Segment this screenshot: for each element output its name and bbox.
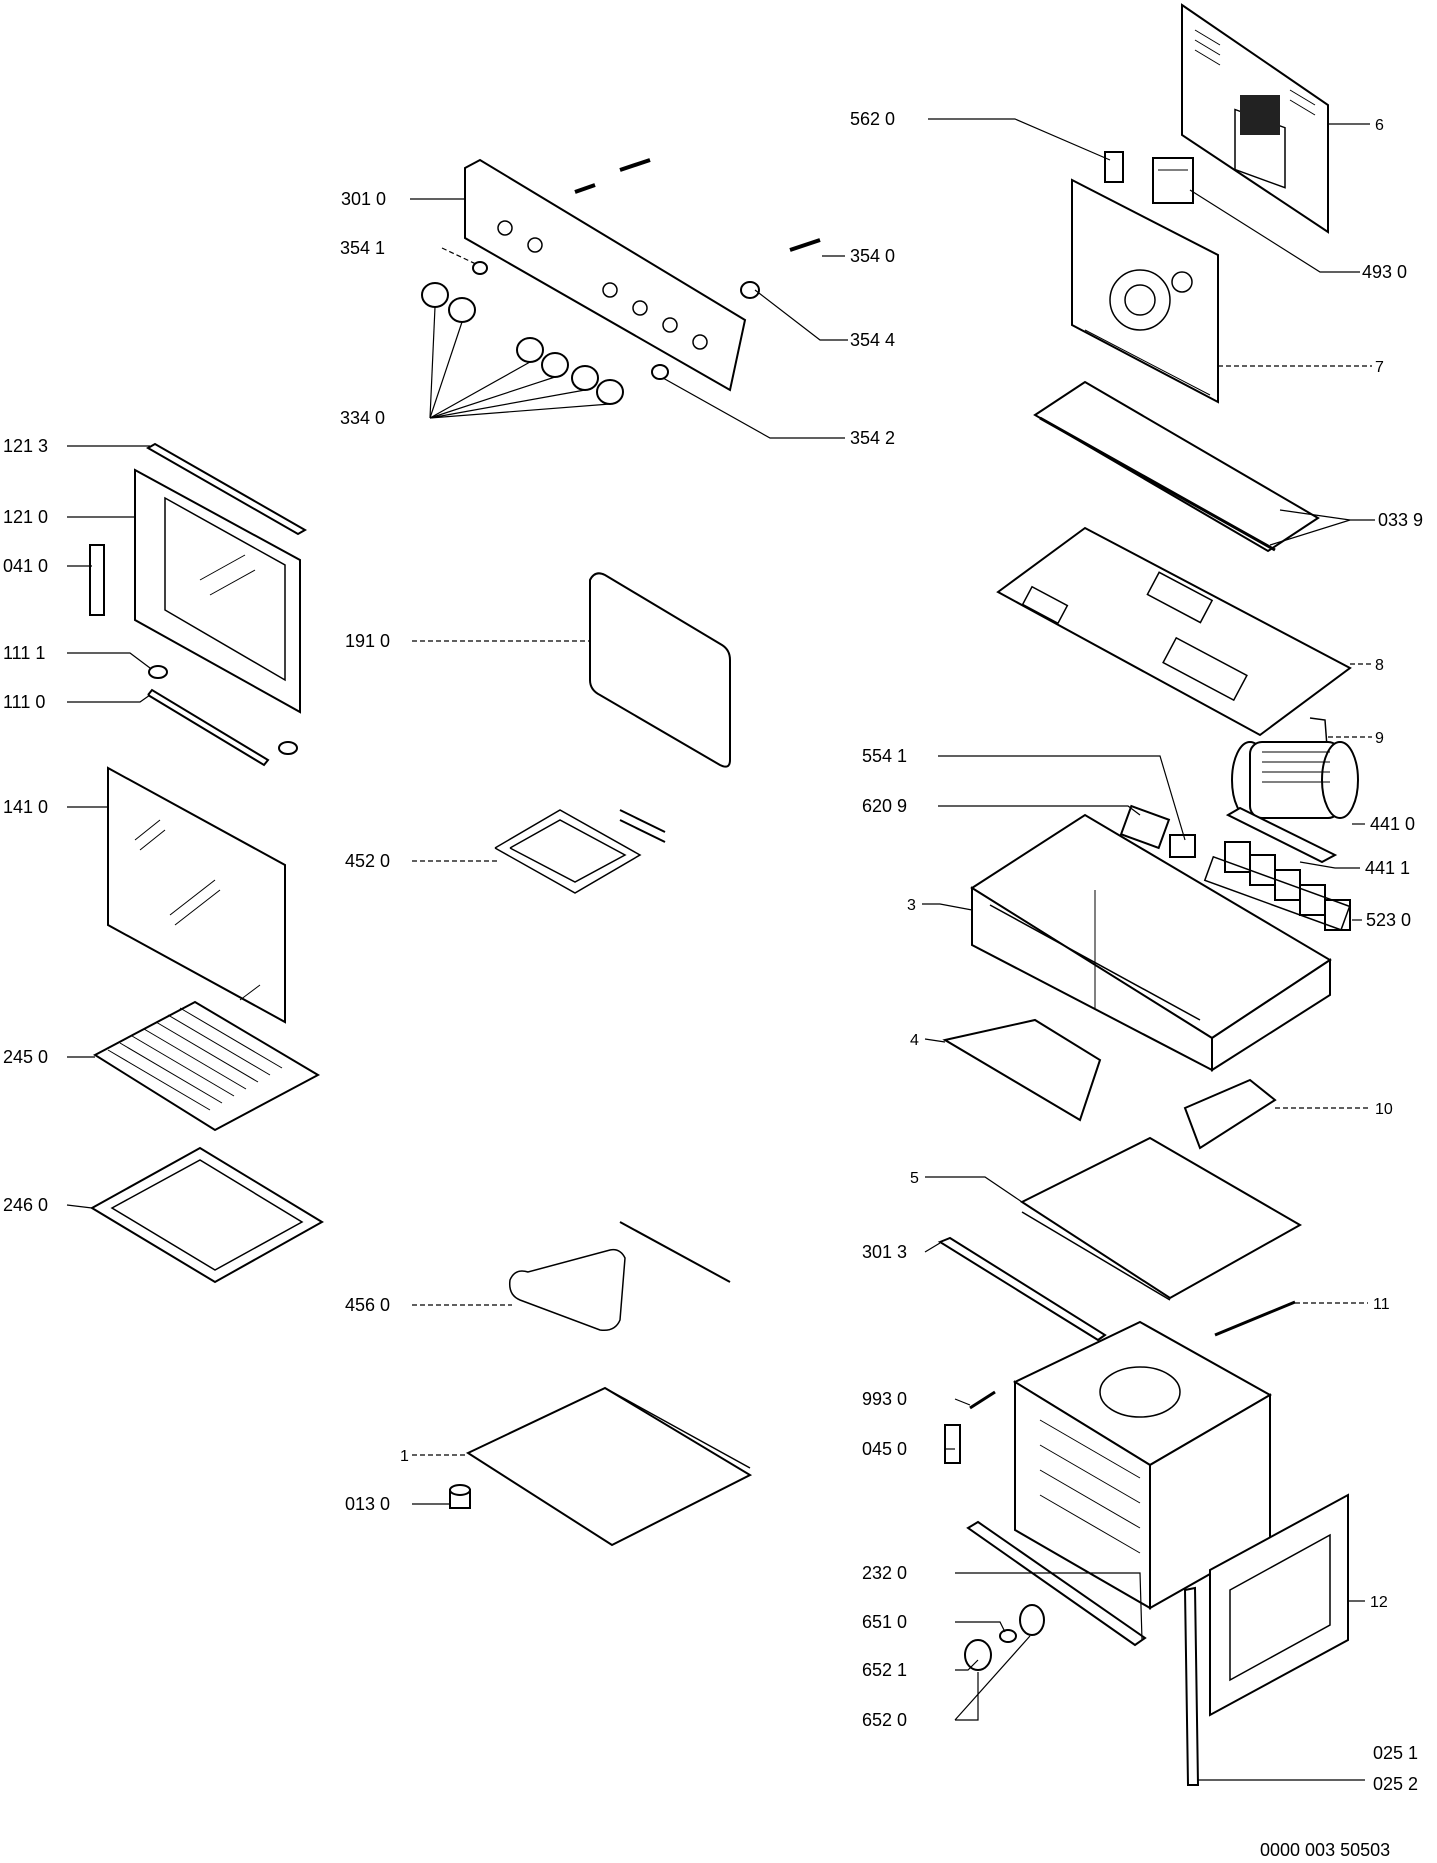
part-3544-spindle-base bbox=[740, 281, 760, 299]
part-0450-clip bbox=[944, 1424, 961, 1464]
part-5620-connector bbox=[1104, 151, 1124, 183]
label-6510: 651 0 bbox=[862, 1612, 907, 1632]
part-5-panel bbox=[1019, 1136, 1303, 1301]
label-5: 5 bbox=[910, 1170, 919, 1187]
label-6521: 652 1 bbox=[862, 1660, 907, 1680]
part-0339-strip bbox=[1033, 380, 1320, 553]
part-6520-lamp-holder bbox=[1019, 1604, 1045, 1636]
label-0251: 025 1 bbox=[1373, 1743, 1418, 1763]
label-4560: 456 0 bbox=[345, 1295, 390, 1315]
part-8-top-panel bbox=[996, 526, 1352, 737]
label-1410: 141 0 bbox=[3, 797, 48, 817]
part-9930-screw bbox=[969, 1390, 996, 1410]
part-6521-lamp-cover bbox=[964, 1639, 992, 1671]
part-4411-terminal-strip bbox=[1225, 806, 1338, 864]
label-0339: 033 9 bbox=[1378, 510, 1423, 530]
part-3542-button bbox=[651, 364, 669, 380]
part-5230-relays bbox=[1203, 841, 1351, 931]
label-4: 4 bbox=[910, 1032, 919, 1049]
part-2460-tray bbox=[90, 1146, 324, 1284]
part-4520-grill-element bbox=[494, 809, 666, 894]
part-0130-foot bbox=[449, 1484, 471, 1509]
label-1111: 111 1 bbox=[3, 643, 45, 663]
part-0410-hinge bbox=[89, 544, 105, 616]
part-1-bottom-panel bbox=[465, 1386, 753, 1547]
part-11-rod bbox=[1214, 1300, 1296, 1337]
part-4-bracket bbox=[942, 1018, 1102, 1122]
label-9930: 993 0 bbox=[862, 1389, 907, 1409]
label-0450: 045 0 bbox=[862, 1439, 907, 1459]
label-0410: 041 0 bbox=[3, 556, 48, 576]
part-2320-strip bbox=[966, 1520, 1147, 1647]
label-6520: 652 0 bbox=[862, 1710, 907, 1730]
label-3340: 334 0 bbox=[340, 408, 385, 428]
part-6209-switch bbox=[1119, 804, 1171, 850]
part-1110-handle bbox=[147, 688, 270, 767]
label-3: 3 bbox=[907, 897, 916, 914]
label-1: 1 bbox=[400, 1448, 409, 1465]
label-3540: 354 0 bbox=[850, 246, 895, 266]
label-4520: 452 0 bbox=[345, 851, 390, 871]
label-3010: 301 0 bbox=[341, 189, 386, 209]
part-1410-glass bbox=[107, 766, 286, 1024]
part-3010-fascia bbox=[464, 158, 747, 392]
label-8: 8 bbox=[1375, 657, 1384, 674]
label-3542: 354 2 bbox=[850, 428, 895, 448]
label-2320: 232 0 bbox=[862, 1563, 907, 1583]
label-3013: 301 3 bbox=[862, 1242, 907, 1262]
part-4560-bottom-element bbox=[508, 1221, 731, 1332]
part-0251-strip bbox=[1183, 1586, 1200, 1786]
part-6510-bulb bbox=[999, 1629, 1017, 1643]
part-4410-fan-motor bbox=[1231, 741, 1359, 819]
label-7: 7 bbox=[1375, 359, 1384, 376]
part-3013-rail bbox=[937, 1236, 1107, 1342]
part-labels: 562 0 6 301 0 493 0 354 1 354 0 354 4 7 … bbox=[3, 109, 1423, 1860]
label-11: 11 bbox=[1373, 1296, 1390, 1313]
label-5620: 562 0 bbox=[850, 109, 895, 129]
label-4410: 441 0 bbox=[1370, 814, 1415, 834]
part-5541-switch bbox=[1169, 834, 1196, 858]
part-6-rear-cover bbox=[1181, 3, 1329, 234]
part-3340-knobs bbox=[421, 282, 624, 405]
label-1110: 111 0 bbox=[3, 692, 45, 712]
part-12-front-frame bbox=[1209, 1493, 1349, 1717]
label-12: 12 bbox=[1370, 1594, 1388, 1611]
label-4930: 493 0 bbox=[1362, 262, 1407, 282]
part-1210-door-frame bbox=[134, 468, 301, 714]
label-5541: 554 1 bbox=[862, 746, 907, 766]
label-0252: 025 2 bbox=[1373, 1774, 1418, 1794]
label-6209: 620 9 bbox=[862, 796, 907, 816]
part-3-control-box bbox=[970, 813, 1332, 1072]
label-1210: 121 0 bbox=[3, 507, 48, 527]
label-6: 6 bbox=[1375, 117, 1384, 134]
label-5230: 523 0 bbox=[1366, 910, 1411, 930]
label-1213: 121 3 bbox=[3, 436, 48, 456]
label-1910: 191 0 bbox=[345, 631, 390, 651]
label-0130: 013 0 bbox=[345, 1494, 390, 1514]
label-4411: 441 1 bbox=[1365, 858, 1410, 878]
label-2450: 245 0 bbox=[3, 1047, 48, 1067]
part-1213-strip bbox=[145, 442, 308, 536]
part-3541-button bbox=[472, 261, 488, 275]
part-1910-gasket bbox=[589, 572, 731, 768]
part-1111-pad bbox=[148, 665, 298, 755]
label-10: 10 bbox=[1375, 1101, 1393, 1118]
leader-lines bbox=[66, 118, 1375, 1781]
part-7-fan-plate bbox=[1071, 178, 1219, 404]
label-9: 9 bbox=[1375, 730, 1384, 747]
label-2460: 246 0 bbox=[3, 1195, 48, 1215]
part-4930-relay bbox=[1152, 157, 1194, 204]
part-2450-wire-rack bbox=[92, 1000, 321, 1132]
part-10-duct bbox=[1183, 1078, 1277, 1150]
label-3541: 354 1 bbox=[340, 238, 385, 258]
label-3544: 354 4 bbox=[850, 330, 895, 350]
footer-reference: 0000 003 50503 bbox=[1260, 1840, 1390, 1860]
part-3540-spindle bbox=[574, 158, 821, 252]
